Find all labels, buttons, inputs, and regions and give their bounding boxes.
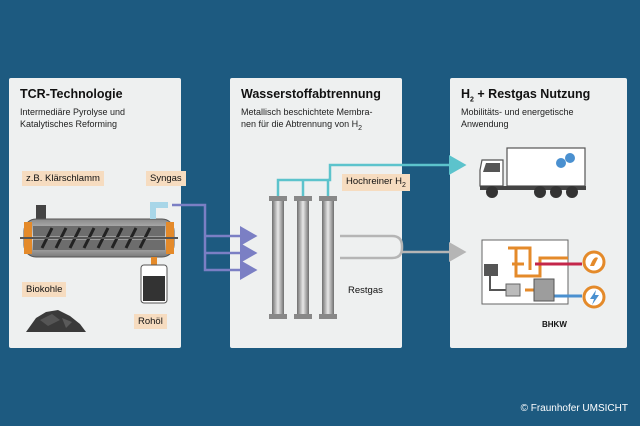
usage-title: H2 + Restgas Nutzung [461,87,590,104]
heat-icon [582,250,606,274]
usage-title-rest: + Restgas Nutzung [473,87,591,101]
tcr-title: TCR-Technologie [20,87,123,101]
separation-subtitle: Metallisch beschichtete Membra- nen für … [241,106,401,135]
syngas-arrows [172,203,258,280]
tcr-reactor-icon [20,202,178,304]
panel-hydrogen-separation: Wasserstoffabtrennung Metallisch beschic… [230,78,410,348]
separation-subtitle-sub: 2 [358,124,362,132]
usage-subtitle-line2: Anwendung [461,119,509,129]
membrane-tube-2 [294,196,312,319]
copyright-notice: © Fraunhofer UMSICHT [520,403,628,414]
separation-subtitle-line1: Metallisch beschichtete Membra- [241,107,373,117]
usage-subtitle-line1: Mobilitäts- und energetische [461,107,574,117]
tag-syngas: Syngas [146,171,186,186]
tcr-subtitle-line1: Intermediäre Pyrolyse und [20,107,126,117]
tcr-subtitle-line2: Katalytisches Reforming [20,119,118,129]
biochar-pile-icon [26,310,86,332]
label-restgas: Restgas [348,285,383,296]
tcr-subtitle: Intermediäre Pyrolyse und Katalytisches … [20,106,180,130]
separation-subtitle-line2: nen für die Abtrennung von H [241,119,359,129]
usage-title-h: H [461,87,471,101]
separation-title: Wasserstoffabtrennung [241,87,381,101]
tag-pure-h2: Hochreiner H2 [342,174,410,191]
usage-subtitle: Mobilitäts- und energetische Anwendung [461,106,621,130]
membrane-tube-3 [319,196,337,319]
tag-pure-h2-sub: 2 [401,181,406,189]
membrane-tube-1 [269,196,287,319]
truck-icon [479,147,586,198]
tag-biochar: Biokohle [22,282,67,297]
chp-unit-icon [481,239,582,305]
hydrogen-line [276,155,467,196]
electricity-icon [582,285,606,309]
restgas-line [340,234,467,262]
usage-title-sub: 2 [470,96,474,104]
tag-pure-h2-text: Hochreiner H [346,176,402,187]
membrane-tubes [269,196,337,319]
tag-sludge: z.B. Klärschlamm [22,171,104,186]
chp-label: BHKW [542,320,567,329]
tag-oil: Rohöl [134,314,167,329]
